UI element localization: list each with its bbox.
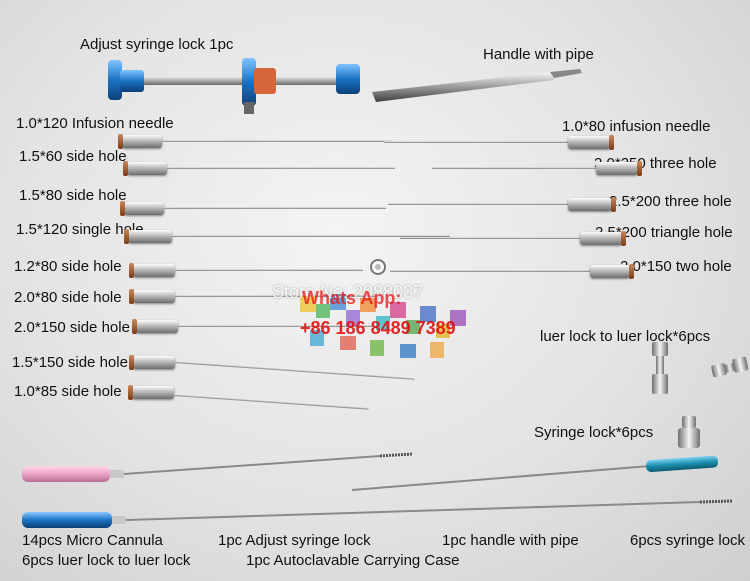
cannula-label-4: 1.5*120 single hole xyxy=(16,221,144,238)
syringe-lock-image xyxy=(678,416,700,448)
cannula-label-r3: 2.5*200 three hole xyxy=(609,193,732,210)
cannula-hub-5 xyxy=(129,263,175,278)
summary-syringe-lock: 6pcs syringe lock xyxy=(630,532,746,549)
cannula-hub-7 xyxy=(132,319,178,334)
cannula-hub-1 xyxy=(118,134,162,149)
cannula-shaft-r3 xyxy=(388,203,568,205)
cannula-shaft-5 xyxy=(175,269,363,271)
handle-with-pipe-label: Handle with pipe xyxy=(483,46,594,63)
syringe-lock-label: Syringe lock*6pcs xyxy=(534,424,654,441)
cannula-shaft-r4 xyxy=(400,237,580,239)
blue-handle-cannula-image xyxy=(22,499,733,528)
cannula-hub-4 xyxy=(124,229,172,244)
cannula-label-r5: 2.0*150 two hole xyxy=(620,258,732,275)
cannula-label-5: 1.2*80 side hole xyxy=(14,258,122,275)
cannula-shaft-4 xyxy=(172,235,450,237)
cannula-label-r4: 2.5*200 triangle hole xyxy=(595,224,733,241)
cannula-shaft-2 xyxy=(167,167,395,169)
cannula-hub-8 xyxy=(129,355,175,370)
adjust-syringe-lock-label: Adjust syringe lock 1pc xyxy=(80,36,234,53)
cannula-hub-9 xyxy=(128,385,174,400)
cannula-label-2: 1.5*60 side hole xyxy=(19,148,127,165)
cannula-hub-r2 xyxy=(596,161,642,176)
cannula-hub-6 xyxy=(129,289,175,304)
cannula-shaft-r1 xyxy=(384,141,568,143)
cannula-shaft-r5 xyxy=(390,270,590,272)
adjust-syringe-lock-image xyxy=(108,58,360,114)
cannula-hub-r5 xyxy=(590,264,634,279)
cannula-hub-3 xyxy=(120,201,164,216)
cannula-label-7: 2.0*150 side hole xyxy=(14,319,130,336)
summary-adjust-syringe-lock: 1pc Adjust syringe lock xyxy=(218,532,371,549)
cannula-label-6: 2.0*80 side hole xyxy=(14,289,122,306)
cannula-label-r1: 1.0*80 infusion needle xyxy=(562,118,711,135)
luer-lock-label: luer lock to luer lock*6pcs xyxy=(540,328,711,345)
luer-lock-connector-image xyxy=(652,342,749,394)
phone-watermark: +86 186 8489 7389 xyxy=(300,318,456,338)
summary-carrying-case: 1pc Autoclavable Carrying Case xyxy=(246,552,460,569)
cannula-hub-r1 xyxy=(568,135,614,150)
cannula-shaft-9 xyxy=(173,394,369,410)
cannula-label-9: 1.0*85 side hole xyxy=(14,383,122,400)
pink-handle-cannula-image xyxy=(22,452,413,482)
summary-handle-with-pipe: 1pc handle with pipe xyxy=(442,532,579,549)
cannula-label-3: 1.5*80 side hole xyxy=(19,187,127,204)
cannula-shaft-3 xyxy=(164,207,386,209)
store-number-watermark: Store No: 2088037 xyxy=(272,282,424,302)
o-ring-image xyxy=(370,259,386,275)
teal-handle-cannula-image xyxy=(351,455,718,491)
cannula-hub-r4 xyxy=(580,231,626,246)
handle-with-pipe-image xyxy=(372,69,582,102)
summary-luer-lock: 6pcs luer lock to luer lock xyxy=(22,552,191,569)
whatsapp-watermark: Whats App: xyxy=(302,288,402,308)
cannula-shaft-1 xyxy=(162,140,392,142)
cannula-shaft-7 xyxy=(178,325,378,327)
cannula-shaft-r2 xyxy=(432,167,596,169)
cannula-label-1: 1.0*120 Infusion needle xyxy=(16,115,174,132)
store-watermark-mosaic xyxy=(300,294,466,358)
cannula-hub-2 xyxy=(123,161,167,176)
cannula-label-8: 1.5*150 side hole xyxy=(12,354,128,371)
summary-micro-cannula: 14pcs Micro Cannula xyxy=(22,532,163,549)
cannula-shaft-6 xyxy=(175,295,375,297)
cannula-hub-r3 xyxy=(568,197,616,212)
